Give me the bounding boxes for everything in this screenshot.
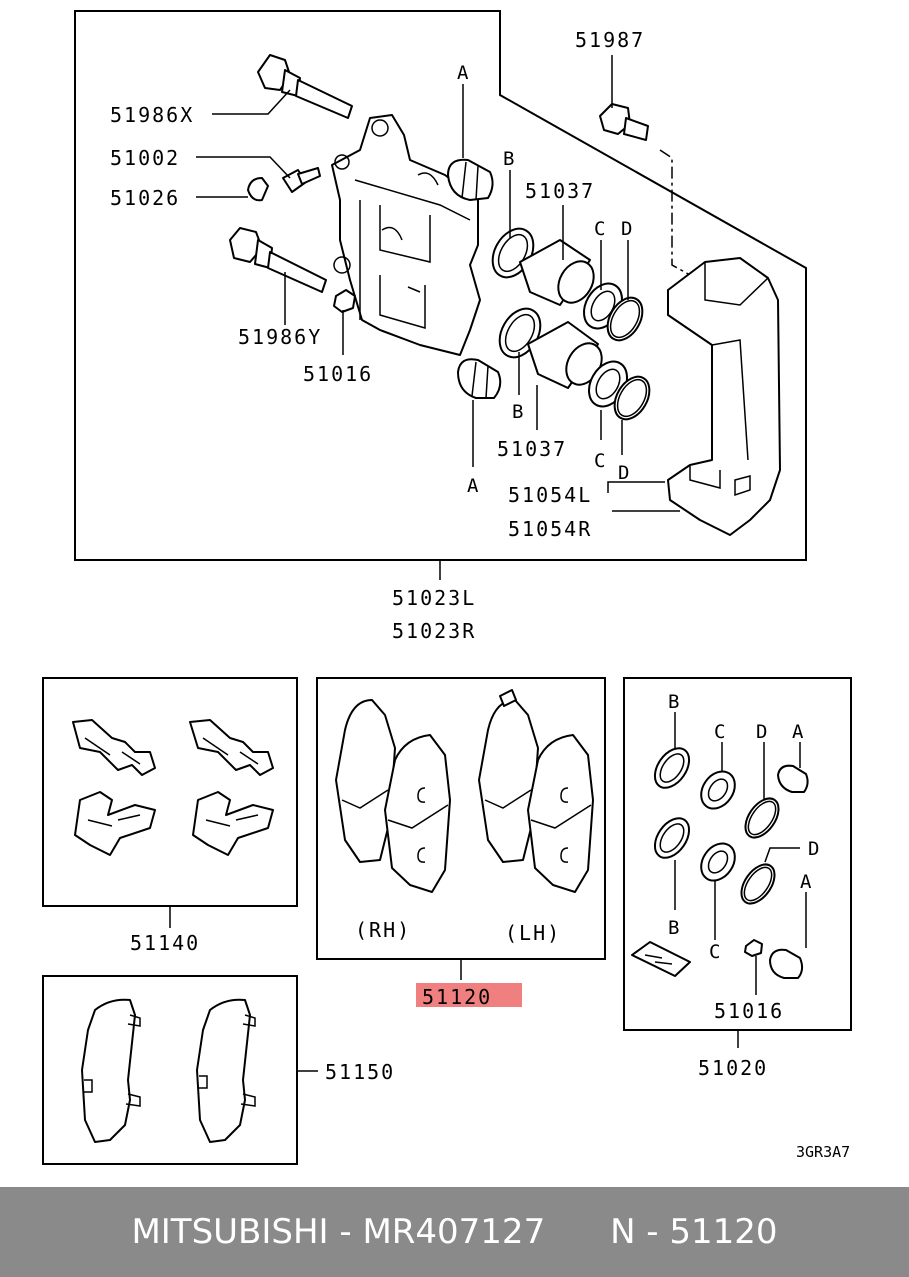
letter-b-upper: B — [503, 148, 514, 170]
letter-c-upper: C — [594, 218, 605, 240]
clip-kit-frame — [42, 677, 298, 907]
label-51026: 51026 — [110, 186, 180, 210]
label-51054r: 51054R — [508, 517, 592, 541]
letter-d-kit-lower: D — [808, 838, 819, 860]
bolt-centerline — [659, 149, 691, 276]
bleeder-cap — [247, 177, 269, 202]
label-51140: 51140 — [130, 931, 200, 955]
pad-clips — [72, 719, 274, 856]
footer-reference: N - 51120 — [610, 1212, 778, 1252]
label-51037-lower: 51037 — [497, 437, 567, 461]
letter-d-kit-upper: D — [756, 721, 767, 743]
letter-a-lower: A — [467, 475, 479, 497]
brake-pad-rh — [335, 699, 451, 893]
mounting-bolt — [599, 103, 649, 141]
footer-part-number: MITSUBISHI - MR407127 — [131, 1212, 546, 1252]
label-51023r: 51023R — [392, 619, 476, 643]
letter-c-kit-upper: C — [714, 721, 725, 743]
piston-boot-lower — [457, 358, 502, 399]
label-lh: (LH) — [505, 921, 561, 945]
letter-d-lower: D — [618, 462, 629, 484]
letter-a-kit-lower: A — [800, 871, 812, 893]
shim-kit-frame — [42, 975, 298, 1165]
label-rh: (RH) — [355, 918, 411, 942]
guide-pin-upper — [257, 54, 353, 119]
label-51986x: 51986X — [110, 103, 194, 127]
piston-boot-upper — [447, 158, 494, 201]
label-51987: 51987 — [575, 28, 645, 52]
diagram-code: 3GR3A7 — [796, 1143, 850, 1161]
label-51150: 51150 — [325, 1060, 395, 1084]
caliper-assembly-frame — [74, 10, 807, 561]
letter-c-lower: C — [594, 450, 605, 472]
brake-pad-lh — [478, 689, 594, 893]
letter-a-kit-upper: A — [792, 721, 804, 743]
footer-bar: MITSUBISHI - MR407127 N - 51120 — [0, 1187, 909, 1277]
footer-spacer — [545, 1212, 610, 1252]
letter-a-upper: A — [457, 62, 469, 84]
seal-kit-parts — [631, 747, 809, 979]
label-51120: 51120 — [422, 985, 492, 1009]
highlight-51120 — [416, 983, 522, 1007]
piston-ring-d-upper — [606, 296, 644, 342]
label-51023l: 51023L — [392, 586, 476, 610]
letter-b-lower: B — [512, 401, 523, 423]
piston-ring-d-lower — [613, 375, 651, 421]
caliper-support-bracket — [667, 257, 781, 536]
guide-pin-lower — [229, 227, 327, 293]
letter-c-kit-lower: C — [709, 941, 720, 963]
label-51002: 51002 — [110, 146, 180, 170]
piston-lower — [527, 321, 603, 389]
letter-d-upper: D — [621, 218, 632, 240]
letter-b-kit-lower: B — [668, 917, 679, 939]
leader-lines-seal-kit — [674, 712, 807, 1048]
bleeder-screw — [282, 167, 321, 193]
label-51037-upper: 51037 — [525, 179, 595, 203]
caliper-body — [331, 114, 481, 356]
label-51020: 51020 — [698, 1056, 768, 1080]
label-51016-top: 51016 — [303, 362, 373, 386]
leader-lines-upper — [196, 55, 680, 580]
label-51054l: 51054L — [508, 483, 592, 507]
piston-upper — [519, 239, 595, 306]
letter-b-kit-upper: B — [668, 691, 679, 713]
pad-shims — [81, 998, 256, 1143]
label-51016-kit: 51016 — [714, 999, 784, 1023]
label-51986y: 51986Y — [238, 325, 322, 349]
bushing-upper — [333, 289, 356, 313]
